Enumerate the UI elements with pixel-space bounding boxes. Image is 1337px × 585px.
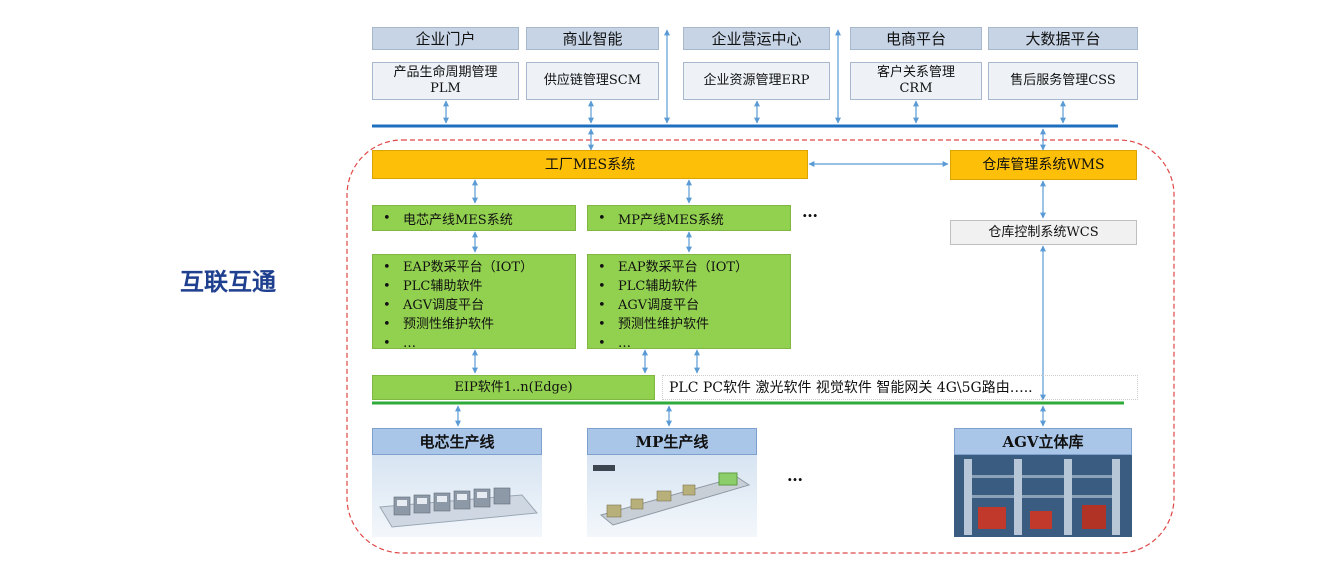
app-plc: PLC辅助软件 (618, 279, 698, 294)
system-css: 售后服务管理CSS (988, 62, 1138, 100)
mp-line-image (587, 455, 757, 537)
list-item: •… (383, 334, 575, 353)
mp-line-mes-label: MP产线MES系统 (618, 212, 724, 228)
list-item: • PLC辅助软件 (598, 277, 790, 296)
system-plm-line1: 产品生命周期管理 (393, 65, 498, 80)
edge-other-software: PLC PC软件 激光软件 视觉软件 智能网关 4G\5G路由….. (662, 375, 1138, 400)
platform-bigdata: 大数据平台 (988, 27, 1138, 50)
system-plm: 产品生命周期管理 PLM (372, 62, 519, 100)
list-item: • PLC辅助软件 (383, 277, 575, 296)
bullet: • (383, 317, 391, 332)
system-erp-label: 企业资源管理ERP (703, 73, 810, 88)
app-more: … (403, 336, 416, 351)
system-crm-line1: 客户关系管理 (876, 65, 955, 80)
list-item: • 预测性维护软件 (383, 315, 575, 334)
list-item: •… (598, 334, 790, 353)
system-erp: 企业资源管理ERP (683, 62, 830, 100)
system-crm: 客户关系管理 CRM (850, 62, 982, 100)
bullet: • (598, 336, 606, 351)
cell-line-apps: • EAP数采平台（IOT） • PLC辅助软件 • AGV调度平台 • 预测性维护软件… (372, 254, 576, 351)
mp-production-line: MP生产线 (587, 428, 757, 455)
app-predictive: 预测性维护软件 (403, 317, 495, 332)
cell-line-equipment-icon (379, 487, 538, 528)
line-mes-ellipsis: … (802, 202, 818, 221)
agv-warehouse: AGV立体库 (954, 428, 1132, 455)
wcs: 仓库控制系统WCS (950, 220, 1137, 245)
cell-line-image (372, 455, 542, 537)
cell-production-line: 电芯生产线 (372, 428, 542, 455)
list-item: • EAP数采平台（IOT） (383, 258, 575, 277)
list-item: • EAP数采平台（IOT） (598, 258, 790, 277)
bullet: • (598, 210, 606, 226)
bullet: • (383, 210, 391, 226)
bullet: • (598, 260, 606, 275)
bullet: • (383, 336, 391, 351)
platform-ops-center: 企业营运中心 (683, 27, 830, 50)
mp-line-apps: • EAP数采平台（IOT） • PLC辅助软件 • AGV调度平台 • 预测性维护软件… (587, 254, 791, 351)
factory-mes: 工厂MES系统 (372, 150, 808, 179)
list-item: • AGV调度平台 (598, 296, 790, 315)
app-agv: AGV调度平台 (618, 298, 700, 313)
platform-bi: 商业智能 (526, 27, 659, 50)
app-plc: PLC辅助软件 (403, 279, 483, 294)
system-scm-label: 供应链管理SCM (543, 73, 642, 88)
agv-rack-icon (954, 455, 1132, 537)
mp-line-mes: • MP产线MES系统 (587, 205, 791, 231)
system-css-label: 售后服务管理CSS (1010, 73, 1116, 88)
app-agv: AGV调度平台 (403, 298, 485, 313)
system-scm: 供应链管理SCM (526, 62, 659, 100)
list-item: • 预测性维护软件 (598, 315, 790, 334)
bullet: • (383, 298, 391, 313)
edge-software: EIP软件1..n(Edge) (372, 375, 655, 400)
bullet: • (598, 298, 606, 313)
bullet: • (383, 260, 391, 275)
app-eap: EAP数采平台（IOT） (618, 260, 749, 275)
bullet: • (598, 279, 606, 294)
cell-line-mes: • 电芯产线MES系统 (372, 205, 576, 231)
side-title: 互联互通 (180, 268, 276, 296)
wms: 仓库管理系统WMS (950, 150, 1137, 180)
cell-line-mes-label: 电芯产线MES系统 (403, 212, 513, 228)
production-ellipsis: … (787, 466, 803, 485)
system-plm-line2: PLM (430, 81, 461, 96)
bullet: • (383, 279, 391, 294)
list-item: • AGV调度平台 (383, 296, 575, 315)
app-predictive: 预测性维护软件 (618, 317, 710, 332)
system-crm-line2: CRM (899, 81, 933, 96)
app-eap: EAP数采平台（IOT） (403, 260, 534, 275)
app-more: … (618, 336, 631, 351)
platform-ecommerce: 电商平台 (850, 27, 982, 50)
platform-portal: 企业门户 (372, 27, 519, 50)
bullet: • (598, 317, 606, 332)
agv-warehouse-image (954, 455, 1132, 537)
factory-boundary (346, 139, 1175, 554)
mp-line-equipment-icon (593, 465, 751, 526)
